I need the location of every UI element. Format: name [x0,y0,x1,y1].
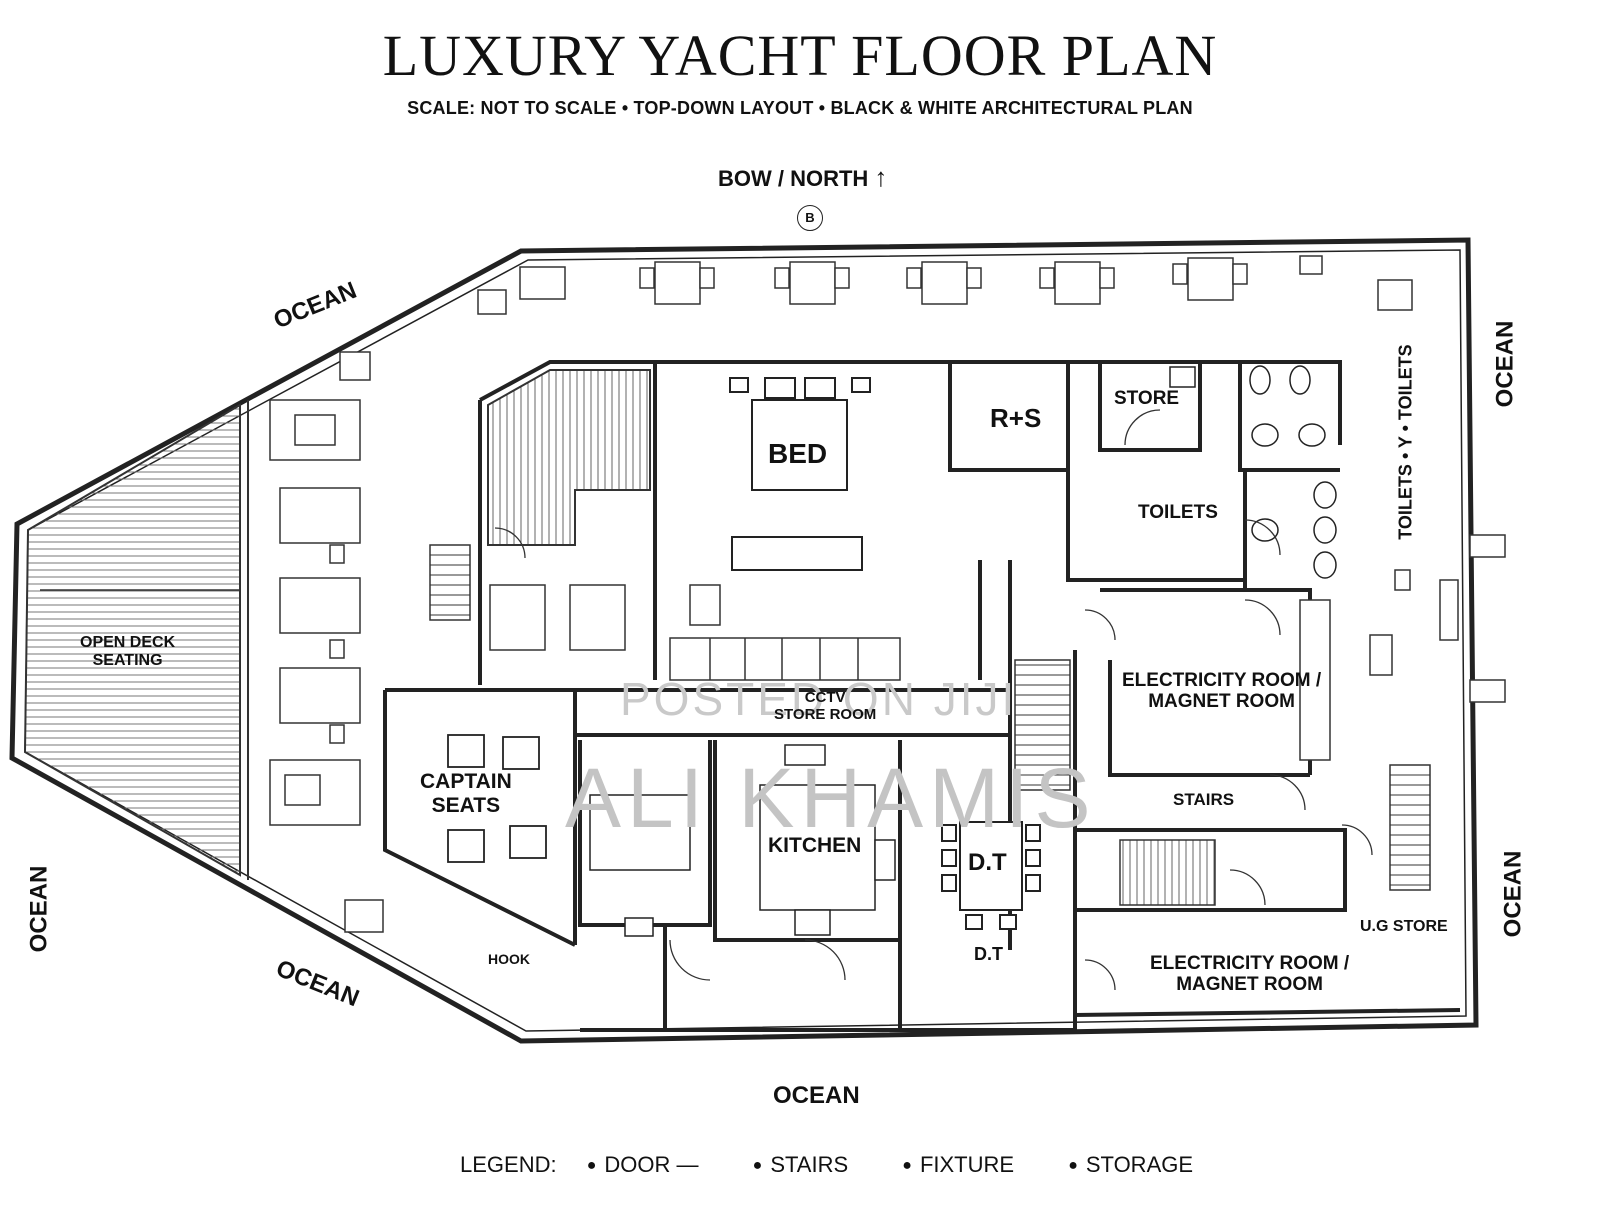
captain-seats-icon [447,734,547,863]
bow-marker: B [797,205,823,231]
open-deck-area [23,400,249,880]
ocean-label-ne: OCEAN [1491,320,1519,408]
store-label: STORE [1114,388,1180,409]
electricity-room-label-1: ELECTRICITY ROOM / MAGNET ROOM [1122,670,1322,713]
legend-storage-text: STORAGE [1085,1152,1194,1177]
interior-walls [383,360,1461,1032]
legend-fixture: ●FIXTURE [902,1152,1015,1177]
kitchen-label: KITCHEN [768,834,862,857]
captain-seats-label: CAPTAIN SEATS [420,770,512,817]
kitchen-fixtures [589,744,896,937]
legend-stairs: ●STAIRS [752,1152,849,1177]
watermark-line-2: ALI KHAMIS [565,751,1097,845]
ocean-label-s: OCEAN [773,1082,860,1109]
bow-north-label: BOW / NORTH↑ [718,162,888,192]
r-s-label: R+S [990,403,1042,433]
bed-icon [729,377,871,571]
bedroom-closet [487,369,651,546]
stairs-icon [429,544,1431,906]
page-subtitle: SCALE: NOT TO SCALE • TOP-DOWN LAYOUT • … [407,98,1193,118]
ocean-label-e: OCEAN [1499,850,1527,938]
wardrobe-row [489,584,901,681]
legend-door: ●DOOR — [586,1152,699,1177]
bow-seating-fixtures [339,255,1413,381]
lounge-fixtures [269,399,384,933]
ocean-label-w: OCEAN [25,865,53,953]
page-title: LUXURY YACHT FLOOR PLAN [382,23,1218,88]
cctv-store-room-label: CCTV STORE ROOM [774,689,877,723]
stairs-label: STAIRS [1173,790,1235,809]
bow-label-text: BOW / NORTH [718,166,869,191]
open-deck-label: OPEN DECK SEATING [80,634,176,669]
dining-table-icon [941,821,1041,930]
ug-store-label: U.G STORE [1360,918,1448,935]
toilet-fixtures [1169,365,1337,579]
dining-area-label: D.T [974,944,1003,964]
hook-label: HOOK [488,951,530,967]
toilets-side-label: TOILETS • Y • TOILETS [1395,344,1416,540]
north-arrow-icon: ↑ [874,162,888,192]
toilets-label: TOILETS [1138,502,1218,523]
bed-label: BED [768,438,828,469]
legend-fixture-text: FIXTURE [919,1152,1015,1177]
legend: LEGEND: ●DOOR — ●STAIRS ●FIXTURE ●STORAG… [460,1152,1241,1178]
legend-title: LEGEND: [460,1152,557,1177]
dining-table-label: D.T [968,849,1007,876]
watermark-line-1: POSTED ON JIJI [620,673,1018,725]
side-features [1299,534,1506,761]
door-swings [494,409,1373,991]
legend-stairs-text: STAIRS [770,1152,849,1177]
legend-door-text: DOOR — [604,1152,699,1177]
electricity-room-label-2: ELECTRICITY ROOM / MAGNET ROOM [1150,953,1350,996]
legend-storage: ●STORAGE [1068,1152,1194,1177]
